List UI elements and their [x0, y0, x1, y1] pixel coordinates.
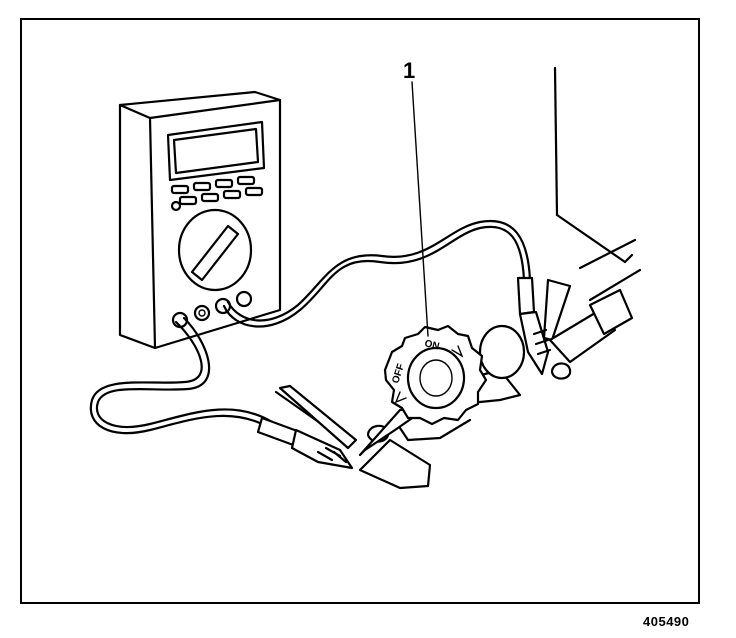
switch-assembly: ON OFF: [358, 238, 642, 490]
test-leads: [89, 219, 532, 435]
callout-number: 1: [403, 58, 416, 83]
figure-id: 405490: [643, 614, 690, 629]
vehicle-panel: [553, 66, 634, 264]
callout-leader-line: [411, 81, 429, 337]
multimeter-jacks: [171, 290, 253, 329]
illustration-frame: [20, 18, 700, 604]
multimeter: [118, 90, 282, 350]
off-arrow-icon: [394, 391, 407, 404]
switch-label-on: ON: [423, 338, 440, 352]
on-arrow-icon: [451, 345, 464, 358]
multimeter-buttons: [170, 175, 264, 212]
left-alligator-clip: [256, 384, 358, 470]
right-alligator-clip: [516, 276, 572, 376]
